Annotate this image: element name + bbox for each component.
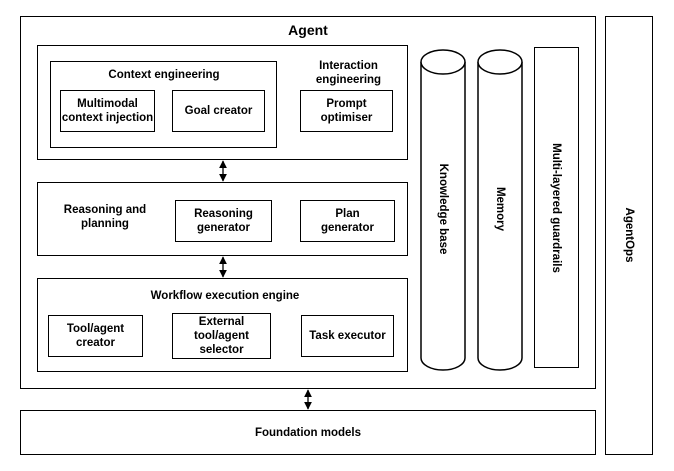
memory-cylinder bbox=[477, 49, 523, 371]
agentops-label: AgentOps bbox=[623, 207, 635, 263]
multimodal-context-injection-box[interactable] bbox=[60, 90, 155, 132]
goal-creator-label: Goal creator bbox=[184, 105, 253, 117]
task-executor-box[interactable] bbox=[301, 315, 394, 357]
context-engineering-title: Context engineering bbox=[108, 69, 220, 81]
workflow-execution-title: Workflow execution engine bbox=[150, 290, 300, 302]
plan-generator-label: Plan generator bbox=[320, 208, 375, 234]
multimodal-context-injection-label: Multimodal context injection bbox=[61, 98, 154, 124]
memory-label: Memory bbox=[494, 186, 506, 232]
agent-title: Agent bbox=[288, 22, 328, 38]
tool-agent-creator-box[interactable] bbox=[48, 315, 143, 357]
external-tool-agent-selector-box[interactable] bbox=[172, 313, 271, 359]
multi-layered-guardrails-box[interactable] bbox=[534, 47, 579, 368]
agent-container bbox=[20, 16, 596, 389]
reasoning-planning-title: Reasoning and planning bbox=[63, 204, 147, 230]
multi-layered-guardrails-label: Multi-layered guardrails bbox=[550, 143, 562, 273]
external-tool-agent-selector-label: External tool/agent selector bbox=[194, 316, 249, 356]
interaction-engineering-title: Interaction engineering bbox=[315, 60, 382, 86]
tool-agent-creator-label: Tool/agent creator bbox=[66, 323, 125, 349]
foundation-models-label: Foundation models bbox=[254, 426, 362, 439]
reasoning-generator-label: Reasoning generator bbox=[194, 208, 253, 234]
foundation-models-box[interactable] bbox=[20, 410, 596, 455]
agentops-box[interactable] bbox=[605, 16, 653, 455]
goal-creator-box[interactable] bbox=[172, 90, 265, 132]
knowledge-base-label: Knowledge base bbox=[437, 163, 449, 255]
knowledge-base-cylinder bbox=[420, 49, 466, 371]
prompt-optimiser-box[interactable] bbox=[300, 90, 393, 132]
reasoning-generator-box[interactable] bbox=[175, 200, 272, 242]
prompt-optimiser-label: Prompt optimiser bbox=[320, 98, 373, 124]
task-executor-label: Task executor bbox=[309, 330, 386, 342]
plan-generator-box[interactable] bbox=[300, 200, 395, 242]
